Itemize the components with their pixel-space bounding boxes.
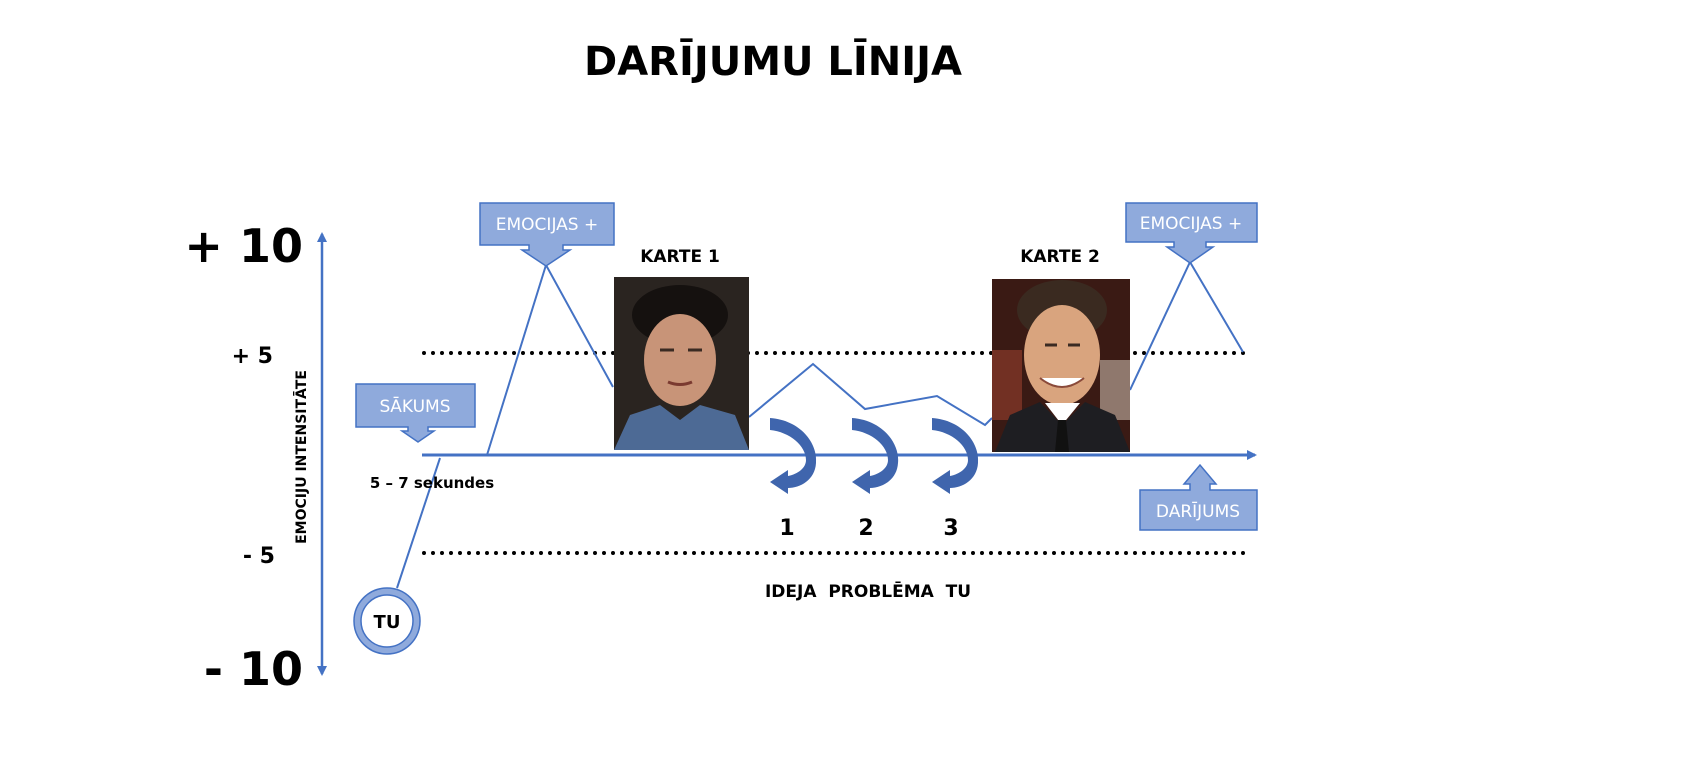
step-3: 3 xyxy=(943,516,958,541)
start-callout: SĀKUMS xyxy=(355,383,476,443)
you-circle-label: TU xyxy=(374,612,401,633)
diagram-title: DARĪJUMU LĪNIJA xyxy=(584,37,962,85)
card-2-label: KARTE 2 xyxy=(1020,247,1100,267)
deal-callout: DARĪJUMS xyxy=(1139,463,1258,531)
deal-label: DARĪJUMS xyxy=(1156,500,1240,522)
emotion-line-segment-1 xyxy=(486,262,614,456)
y-axis-label: EMOCIJU INTENSITĀTE xyxy=(292,370,310,544)
emotion-line-segment-2 xyxy=(748,362,993,427)
step-1: 1 xyxy=(779,516,794,541)
step-2: 2 xyxy=(858,516,873,541)
emotion-line-segment-3 xyxy=(1129,259,1244,391)
card-1-photo xyxy=(614,277,749,450)
curved-arrow-2-icon xyxy=(852,418,899,494)
emotions-callout-2: EMOCIJAS + xyxy=(1125,202,1258,264)
duration-label: 5 – 7 sekundes xyxy=(370,474,494,492)
tu-connector-line xyxy=(396,457,441,589)
curved-arrow-1-icon xyxy=(770,418,817,494)
start-label: SĀKUMS xyxy=(379,395,450,417)
card-1-label: KARTE 1 xyxy=(640,247,720,267)
emotions-callout-1: EMOCIJAS + xyxy=(479,202,615,267)
emotions-label-2: EMOCIJAS + xyxy=(1140,214,1242,234)
tick-plus-5: + 5 xyxy=(232,344,273,369)
steps-caption: IDEJA PROBLĒMA TU xyxy=(765,580,971,602)
emotions-label-1: EMOCIJAS + xyxy=(496,215,598,235)
curved-arrow-3-icon xyxy=(932,418,979,494)
you-circle: TU xyxy=(353,587,421,655)
card-2-photo xyxy=(992,279,1130,452)
tick-minus-10: - 10 xyxy=(204,642,303,696)
tick-plus-10: + 10 xyxy=(184,219,303,273)
tick-minus-5: - 5 xyxy=(243,544,275,569)
